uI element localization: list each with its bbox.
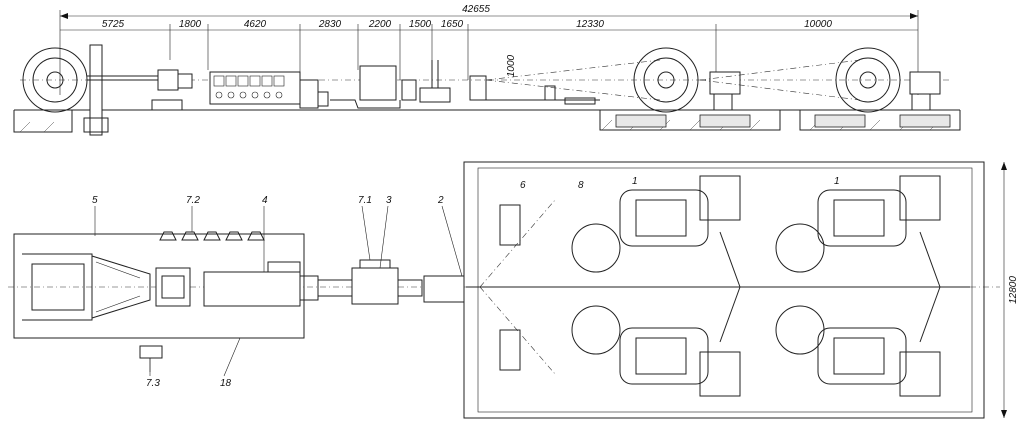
plan-view: 12800 5 7.2 4 7.1 3 2 6 8 1 1 7.3 18	[8, 161, 1019, 419]
dim-10000: 10000	[804, 19, 832, 30]
callout-2: 2	[437, 195, 444, 206]
callout-1-left: 1	[632, 176, 638, 187]
elevation-view: 42655 5725 1800 4620 2830 2200 1500 1650…	[13, 4, 961, 136]
callout-7-2: 7.2	[186, 195, 200, 206]
dim-1800: 1800	[179, 19, 202, 30]
overall-dimension: 42655	[462, 4, 490, 15]
dim-1500: 1500	[409, 19, 432, 30]
callout-6: 6	[520, 180, 526, 191]
callout-3: 3	[386, 195, 392, 206]
callout-8: 8	[578, 180, 584, 191]
dim-1650: 1650	[441, 19, 464, 30]
dim-2830: 2830	[318, 19, 342, 30]
dim-4620: 4620	[244, 19, 267, 30]
dim-5725: 5725	[102, 19, 125, 30]
callout-7-1: 7.1	[358, 195, 372, 206]
callout-18: 18	[220, 378, 232, 389]
dim-12330: 12330	[576, 19, 604, 30]
callout-4: 4	[262, 195, 268, 206]
callout-1-right: 1	[834, 176, 840, 187]
height-dimension: 1000	[506, 54, 517, 77]
width-dimension: 12800	[1008, 276, 1019, 304]
callout-5: 5	[92, 195, 98, 206]
dim-2200: 2200	[368, 19, 392, 30]
callout-7-3: 7.3	[146, 378, 160, 389]
